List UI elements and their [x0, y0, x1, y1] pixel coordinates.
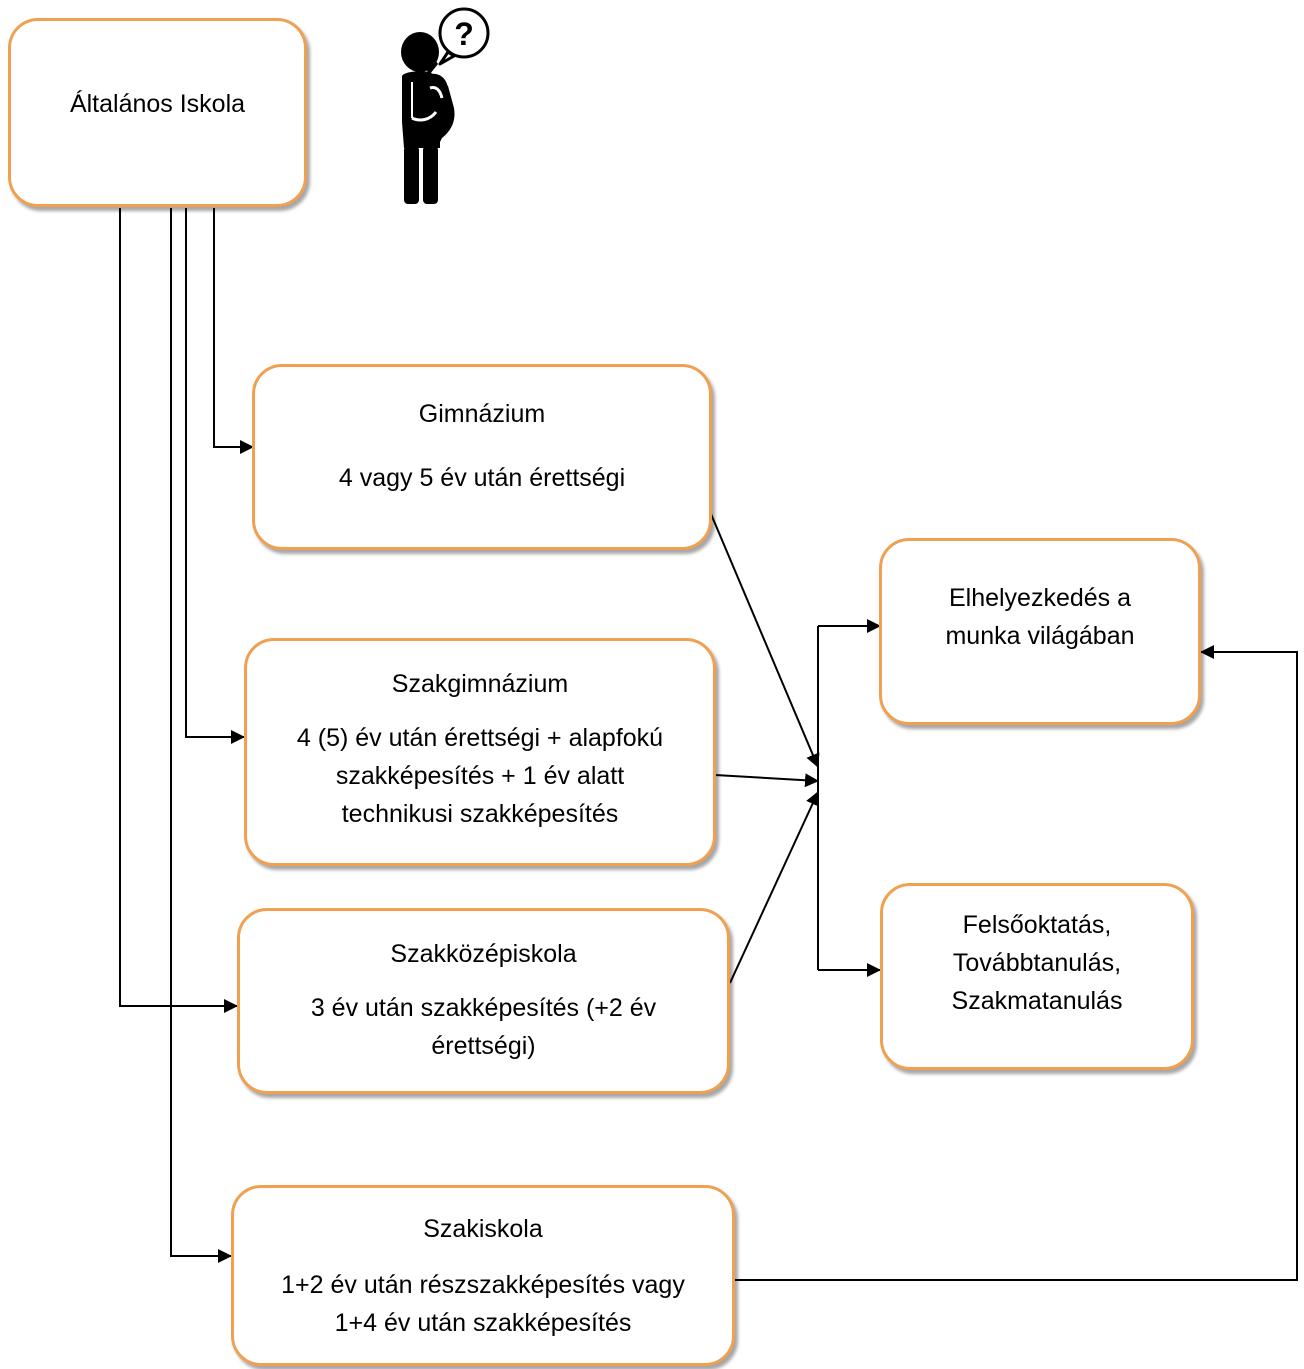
connector-szakiskola-munka	[734, 645, 1298, 1281]
svg-text:?: ?	[454, 16, 474, 52]
szakiskola-desc-line-1: 1+2 év után részszakképesítés vagy	[281, 1271, 685, 1299]
felsooktatas-title-line-3: Szakmatanulás	[951, 987, 1123, 1015]
node-szakiskola: Szakiskola 1+2 év után részszakképesítés…	[231, 1185, 735, 1366]
munka-title-line-2: munka világában	[945, 622, 1135, 650]
gimnazium-title: Gimnázium	[418, 400, 546, 428]
szakkozepiskola-title: Szakközépiskola	[390, 940, 577, 968]
connector-szakgimnazium-hub	[714, 773, 819, 788]
node-munka-vilaga: Elhelyezkedés a munka világában	[879, 538, 1201, 725]
szakkozepiskola-desc-line-1: 3 év után szakképesítés (+2 év	[310, 994, 657, 1022]
connector-altalanos-gimnazium	[213, 208, 254, 454]
szakiskola-desc-line-2: 1+4 év után szakképesítés	[334, 1309, 632, 1337]
connector-altalanos-szakiskola	[170, 208, 232, 1263]
node-gimnazium: Gimnázium 4 vagy 5 év után érettségi	[252, 364, 712, 550]
connector-altalanos-szakkozepiskola	[119, 208, 238, 1013]
thinking-person-question-icon: ?	[390, 2, 490, 212]
szakgimnazium-title: Szakgimnázium	[391, 670, 569, 698]
connector-altalanos-szakgimnazium	[185, 208, 245, 744]
connector-szakkozepiskola-hub	[729, 791, 819, 984]
node-szakgimnazium: Szakgimnázium 4 (5) év után érettségi + …	[244, 638, 716, 866]
node-szakkozepiskola: Szakközépiskola 3 év után szakképesítés …	[237, 908, 730, 1094]
szakgimnazium-desc-line-3: technikusi szakképesítés	[341, 800, 619, 828]
munka-title-line-1: Elhelyezkedés a	[948, 584, 1132, 612]
felsooktatas-title-line-1: Felsőoktatás,	[962, 911, 1112, 939]
szakgimnazium-desc-line-2: szakképesítés + 1 év alatt	[335, 762, 625, 790]
gimnazium-desc: 4 vagy 5 év után érettségi	[338, 464, 626, 492]
szakiskola-title: Szakiskola	[423, 1215, 543, 1243]
connector-gimnazium-hub	[710, 513, 820, 768]
szakgimnazium-desc-line-1: 4 (5) év után érettségi + alapfokú	[296, 724, 664, 752]
felsooktatas-title-line-2: Továbbtanulás,	[952, 949, 1122, 977]
altalanos-iskola-title: Általános Iskola	[69, 90, 246, 118]
node-altalanos-iskola: Általános Iskola	[8, 18, 307, 207]
szakkozepiskola-desc-line-2: érettségi)	[431, 1032, 536, 1060]
node-felsooktatas: Felsőoktatás, Továbbtanulás, Szakmatanul…	[880, 883, 1194, 1070]
